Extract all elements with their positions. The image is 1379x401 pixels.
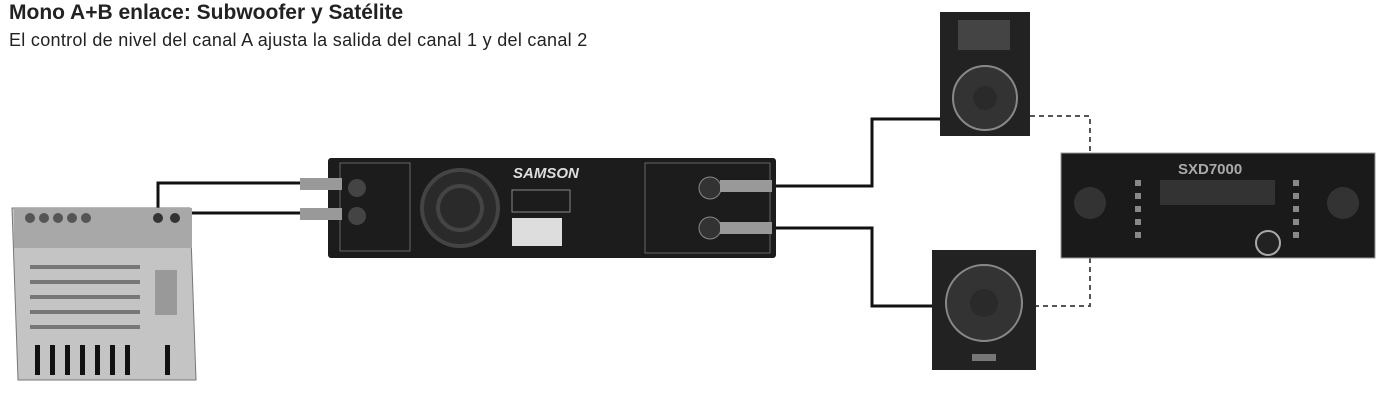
diagram-subtitle: El control de nivel del canal A ajusta l… (9, 30, 588, 50)
amplifier-rear-panel: SAMSON (300, 158, 776, 258)
channel-a-level-knob[interactable] (1074, 187, 1106, 219)
speakon-plug-1 (720, 180, 772, 192)
xlr-plug-b (300, 208, 342, 220)
power-button[interactable] (1255, 230, 1281, 256)
channel-b-level-knob[interactable] (1327, 187, 1359, 219)
amplifier-brand-logo: SAMSON (513, 165, 580, 182)
subwoofer-speaker (932, 250, 1036, 370)
mixer-output-jack-b (170, 213, 180, 223)
dashed-link-lines (1030, 115, 1091, 307)
xlr-plug-a (300, 178, 342, 190)
amplifier-model-label: SXD7000 (1178, 161, 1242, 178)
satellite-speaker (940, 12, 1030, 136)
mixer-console (11, 207, 197, 381)
mixer-output-jack-a (153, 213, 163, 223)
diagram-title: Mono A+B enlace: Subwoofer y Satélite (9, 1, 404, 24)
amplifier-front-panel: SXD7000 (1060, 152, 1376, 259)
fan-grille (420, 168, 500, 248)
amp-to-speaker-cables (770, 117, 942, 308)
speakon-plug-2 (720, 222, 772, 234)
